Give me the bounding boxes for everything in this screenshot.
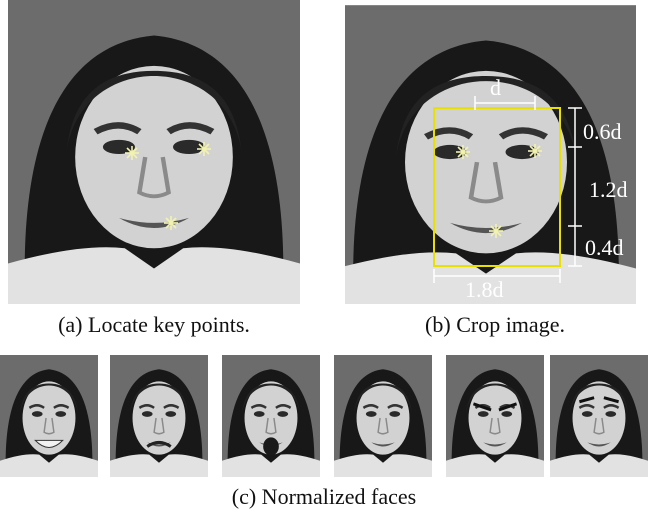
- normalized-face-5: [446, 355, 544, 477]
- keypoint-mouth: [489, 224, 503, 238]
- label-0-4d: 0.4d: [585, 236, 624, 260]
- normalized-face-2: [110, 355, 208, 477]
- label-d: d: [490, 76, 501, 100]
- label-1-2d: 1.2d: [589, 178, 628, 202]
- keypoint-right-eye: [197, 142, 211, 156]
- normalized-face-6: [550, 355, 648, 477]
- keypoint-right-eye: [528, 144, 542, 158]
- normalized-face-3: [222, 355, 320, 477]
- caption-b: (b) Crop image.: [345, 312, 645, 338]
- label-0-6d: 0.6d: [583, 120, 622, 144]
- crop-box: [434, 108, 560, 266]
- panel-a-face-photo: [8, 0, 300, 304]
- caption-c: (c) Normalized faces: [0, 484, 648, 510]
- normalized-face-1: [0, 355, 98, 477]
- normalized-face-4: [334, 355, 432, 477]
- keypoint-markers: [8, 0, 300, 304]
- label-1-8d: 1.8d: [465, 278, 504, 302]
- keypoint-mouth: [164, 216, 178, 230]
- keypoint-left-eye: [456, 145, 470, 159]
- keypoint-left-eye: [125, 146, 139, 160]
- caption-a: (a) Locate key points.: [8, 312, 300, 338]
- panel-b-face-photo: d 0.6d 1.2d 0.4d 1.8d: [345, 0, 645, 304]
